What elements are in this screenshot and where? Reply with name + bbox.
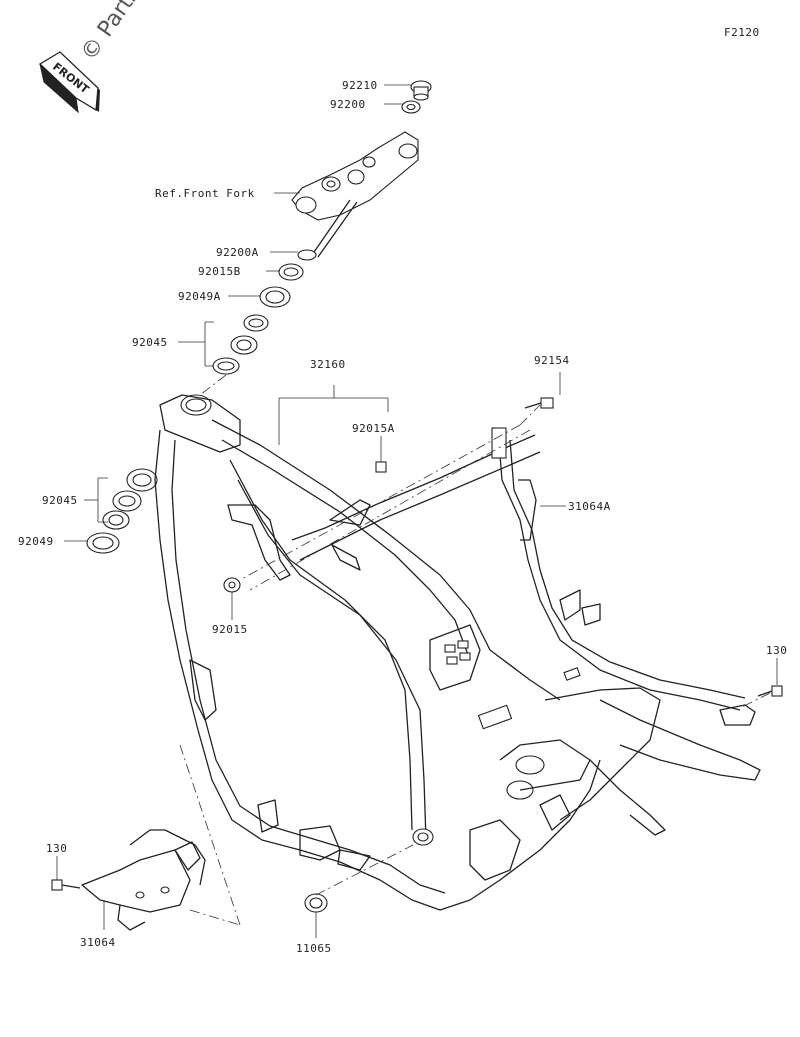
- label-92200A: 92200A: [216, 246, 259, 259]
- bracket-31064: [81, 829, 206, 931]
- label-92049: 92049: [18, 535, 54, 548]
- label-leaders: [56, 84, 778, 938]
- label-92045-upper: 92045: [132, 336, 168, 349]
- label-130-left: 130: [46, 842, 67, 855]
- bolt-130-right: [757, 685, 783, 697]
- front-arrow-icon: FRONT: [38, 51, 100, 114]
- label-31064: 31064: [80, 936, 116, 949]
- part-labels: 92210 92200 Ref.Front Fork 92200A 92015B…: [18, 79, 787, 955]
- bolt-130-left: [51, 879, 81, 891]
- steering-stem-assembly: [204, 80, 432, 375]
- label-31064A: 31064A: [568, 500, 611, 513]
- label-92200: 92200: [330, 98, 366, 111]
- label-92015A: 92015A: [352, 422, 395, 435]
- nut-92015: [223, 577, 241, 593]
- bolt-92154: [524, 397, 554, 409]
- frame: [154, 394, 761, 911]
- label-32160: 32160: [310, 358, 346, 371]
- label-ref-front-fork: Ref.Front Fork: [155, 187, 255, 200]
- label-92045-lower: 92045: [42, 494, 78, 507]
- label-11065: 11065: [296, 942, 332, 955]
- label-92015B: 92015B: [198, 265, 241, 278]
- label-92154: 92154: [534, 354, 570, 367]
- label-92210: 92210: [342, 79, 378, 92]
- lower-bearing-group: [86, 468, 158, 554]
- label-130-right: 130: [766, 644, 787, 657]
- label-92049A: 92049A: [178, 290, 221, 303]
- watermark: © Partzilla: [76, 0, 163, 65]
- figure-code: F2120: [724, 26, 760, 39]
- label-92015: 92015: [212, 623, 248, 636]
- nut-92015A: [375, 461, 387, 473]
- seal-11065: [304, 893, 328, 913]
